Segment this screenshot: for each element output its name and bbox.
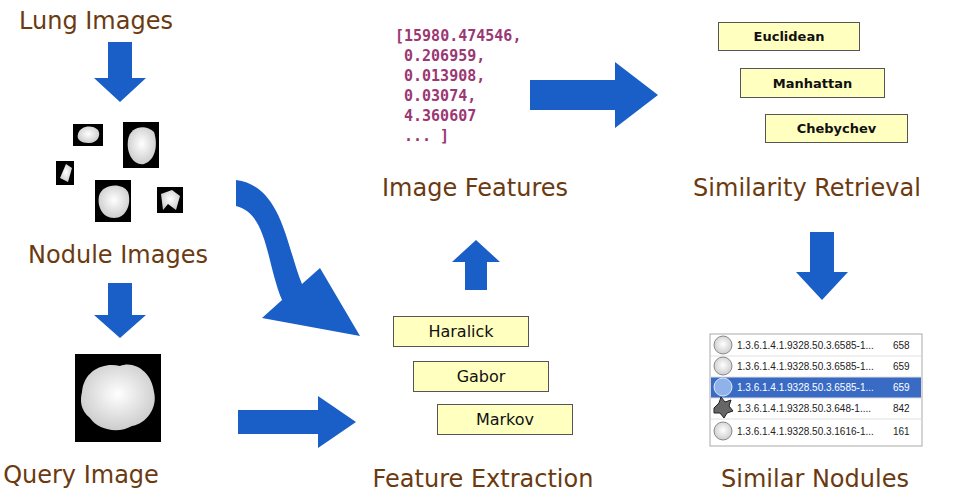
method-box: Manhattan	[740, 68, 885, 98]
row-number: 658	[893, 339, 910, 352]
right-arrow	[238, 396, 356, 448]
series-uid: 1.3.6.1.4.1.9328.50.3.6585-1...	[737, 381, 874, 394]
feature-value: 0.206959,	[404, 46, 485, 66]
up-arrow	[452, 240, 500, 290]
feature-value: [15980.474546,	[395, 26, 521, 46]
series-uid: 1.3.6.1.4.1.9328.50.3.6585-1...	[737, 339, 874, 352]
feature-value: 4.360607	[404, 106, 476, 126]
method-box: Haralick	[393, 316, 529, 347]
stage-label: Nodule Images	[2, 240, 234, 270]
method-name: Markov	[476, 410, 534, 429]
method-name: Manhattan	[773, 76, 852, 91]
method-name: Chebychev	[797, 121, 877, 136]
query-image	[75, 354, 161, 442]
series-uid: 1.3.6.1.4.1.9328.50.3.6585-1...	[737, 360, 874, 373]
stage-label: Lung Images	[10, 6, 182, 36]
down-arrow	[94, 42, 146, 102]
method-name: Euclidean	[754, 29, 825, 44]
down-arrow	[796, 232, 848, 300]
method-box: Chebychev	[765, 114, 908, 143]
curved-arrow	[236, 180, 360, 336]
method-box: Markov	[437, 404, 573, 435]
method-box: Gabor	[413, 361, 549, 392]
nodule-thumbnails	[56, 122, 183, 222]
result-list	[710, 334, 922, 446]
feature-value: ... ]	[404, 126, 449, 146]
row-number: 161	[893, 425, 910, 438]
right-arrow	[530, 62, 658, 128]
row-number: 659	[893, 381, 910, 394]
row-number: 659	[893, 360, 910, 373]
stage-label: Query Image	[3, 460, 159, 490]
stage-label: Similar Nodules	[690, 464, 940, 494]
feature-value: 0.03074,	[404, 86, 476, 106]
method-name: Haralick	[428, 322, 493, 341]
stage-label: Feature Extraction	[358, 464, 608, 494]
method-box: Euclidean	[718, 22, 860, 51]
stage-label: Similarity Retrieval	[664, 173, 950, 203]
down-arrow	[94, 283, 146, 338]
row-number: 842	[893, 402, 910, 415]
feature-value: 0.013908,	[404, 66, 485, 86]
stage-label: Image Features	[350, 173, 600, 203]
series-uid: 1.3.6.1.4.1.9328.50.3.648-1....	[737, 402, 871, 415]
method-name: Gabor	[457, 367, 506, 386]
series-uid: 1.3.6.1.4.1.9328.50.3.1616-1...	[737, 425, 874, 438]
